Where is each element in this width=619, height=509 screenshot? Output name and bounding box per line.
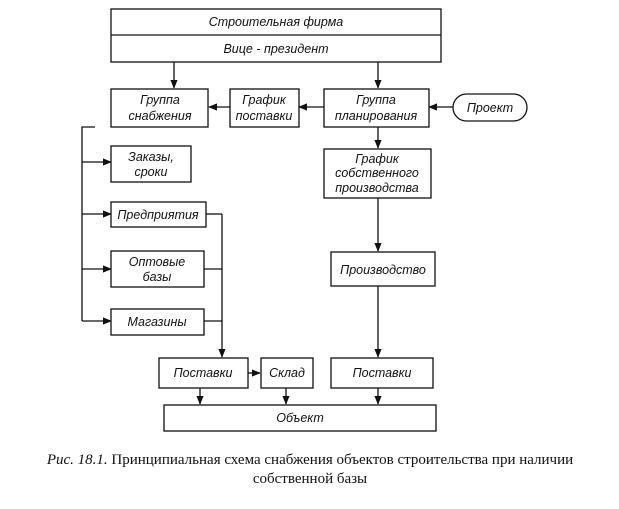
- node-deliveries-right: Поставки: [330, 357, 434, 389]
- node-supply-group: Группа снабжения: [110, 88, 209, 128]
- node-project: Проект: [452, 93, 528, 122]
- own-production-schedule-line-1: График: [355, 152, 400, 166]
- enterprises-label: Предприятия: [117, 208, 199, 222]
- deliveries-left-label: Поставки: [174, 366, 233, 380]
- node-enterprises: Предприятия: [110, 201, 207, 228]
- orders-line-1: Заказы,: [128, 150, 174, 164]
- node-planning-group: Группа планирования: [323, 88, 430, 128]
- node-shops: Магазины: [110, 308, 205, 336]
- supply-group-line-1: Группа: [140, 93, 180, 107]
- wholesale-line-2: базы: [143, 270, 172, 284]
- wholesale-line-1: Оптовые: [129, 255, 186, 269]
- deliveries-right-label: Поставки: [353, 366, 412, 380]
- figure-caption: Рис. 18.1. Принципиальная схема снабжени…: [40, 451, 580, 489]
- warehouse-label: Склад: [269, 366, 305, 380]
- vp-label: Вице - президент: [223, 42, 328, 56]
- node-own-production-schedule: График собственного производства: [323, 148, 432, 199]
- caption-text: Принципиальная схема снабжения объектов …: [111, 452, 574, 487]
- planning-group-line-1: Группа: [356, 93, 396, 107]
- own-production-schedule-line-3: производства: [335, 181, 419, 195]
- own-production-schedule-line-2: собственного: [335, 166, 419, 180]
- delivery-schedule-line-1: График: [242, 93, 287, 107]
- object-label: Объект: [276, 411, 324, 425]
- connectors: [81, 62, 453, 405]
- firm-label: Строительная фирма: [209, 15, 343, 29]
- node-deliveries-left: Поставки: [158, 357, 249, 389]
- orders-line-2: сроки: [134, 165, 167, 179]
- shops-label: Магазины: [127, 315, 186, 329]
- node-production: Производство: [330, 251, 436, 287]
- supply-group-line-2: снабжения: [128, 109, 191, 123]
- node-wholesale: Оптовые базы: [110, 250, 205, 288]
- node-vice-president: Вице - президент: [223, 42, 328, 56]
- node-orders: Заказы, сроки: [110, 145, 192, 183]
- planning-group-line-2: планирования: [335, 109, 418, 123]
- caption-label: Рис. 18.1.: [46, 452, 108, 468]
- project-label: Проект: [467, 101, 513, 115]
- node-firm: Строительная фирма: [110, 8, 442, 63]
- node-object: Объект: [163, 404, 437, 432]
- node-delivery-schedule: График поставки: [229, 88, 300, 128]
- production-label: Производство: [340, 263, 426, 277]
- delivery-schedule-line-2: поставки: [236, 109, 293, 123]
- node-warehouse: Склад: [260, 357, 314, 389]
